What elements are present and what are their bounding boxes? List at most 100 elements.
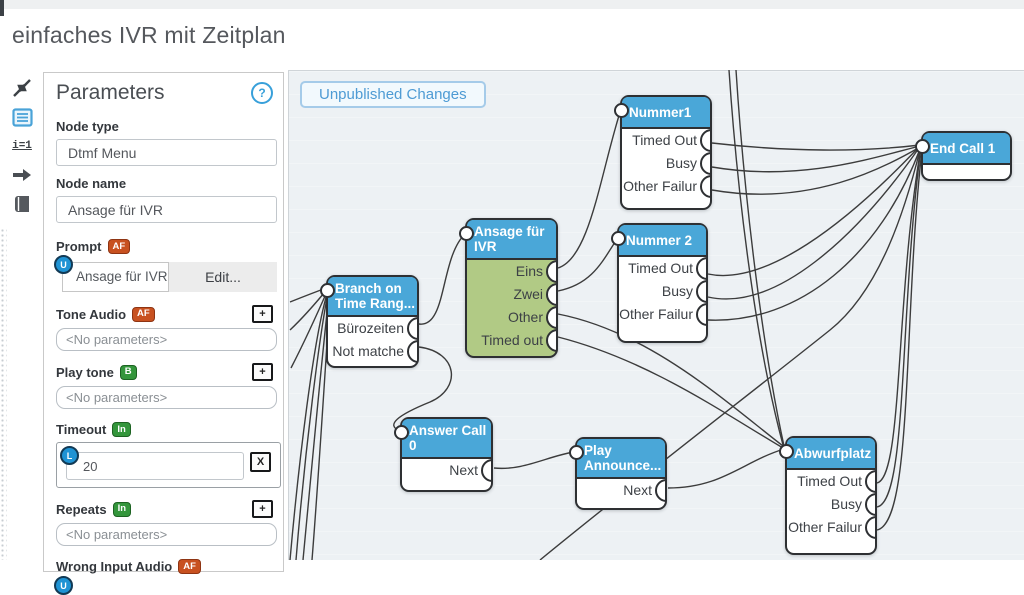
node-body: Next bbox=[577, 479, 665, 508]
node-type-label: Node type bbox=[56, 119, 119, 134]
port-row-zwei: Zwei bbox=[467, 283, 556, 306]
b-badge: B bbox=[119, 364, 137, 380]
output-port-busy[interactable] bbox=[700, 152, 710, 175]
output-port-timed-out[interactable] bbox=[700, 129, 710, 152]
port-row-not-matche: Not matche bbox=[328, 340, 417, 363]
port-row-other-failur: Other Failur bbox=[619, 303, 706, 326]
output-port-zwei[interactable] bbox=[546, 283, 556, 306]
corner-mark bbox=[0, 0, 4, 16]
book-icon[interactable] bbox=[11, 194, 33, 214]
port-row-other: Other bbox=[467, 306, 556, 329]
input-port[interactable] bbox=[779, 444, 794, 459]
parameters-list-icon[interactable] bbox=[11, 107, 33, 127]
port-label: Other bbox=[507, 309, 543, 325]
output-port-next[interactable] bbox=[655, 479, 665, 502]
repeats-input[interactable] bbox=[56, 523, 277, 546]
af-badge: AF bbox=[178, 559, 201, 574]
port-row-busy: Busy bbox=[787, 493, 875, 516]
input-port[interactable] bbox=[459, 226, 474, 241]
node-name-input[interactable] bbox=[56, 196, 277, 223]
output-port-busy[interactable] bbox=[696, 280, 706, 303]
input-port[interactable] bbox=[320, 283, 335, 298]
output-port-other[interactable] bbox=[546, 306, 556, 329]
node-title: Nummer1 bbox=[622, 97, 710, 129]
play-tone-input[interactable] bbox=[56, 386, 277, 409]
output-port-not-matche[interactable] bbox=[407, 340, 417, 363]
af-badge: AF bbox=[132, 306, 155, 322]
input-port[interactable] bbox=[614, 103, 629, 118]
output-port-other-failur[interactable] bbox=[696, 303, 706, 326]
panel-title: Parameters bbox=[56, 81, 165, 104]
port-label: Busy bbox=[661, 283, 693, 299]
input-port[interactable] bbox=[569, 445, 584, 460]
port-label: Timed Out bbox=[628, 260, 693, 276]
output-port-busy[interactable] bbox=[865, 493, 875, 516]
dotted-texture bbox=[0, 228, 7, 560]
port-label: Timed Out bbox=[797, 473, 862, 489]
output-port-timed-out[interactable] bbox=[546, 329, 556, 352]
prompt-value[interactable]: Ansage für IVR bbox=[62, 262, 169, 292]
port-label: Busy bbox=[830, 496, 862, 512]
port-row-next: Next bbox=[577, 479, 665, 502]
input-port[interactable] bbox=[915, 139, 930, 154]
tone-audio-input[interactable] bbox=[56, 328, 277, 351]
prompt-edit-button[interactable]: Edit... bbox=[169, 262, 277, 292]
output-port-next[interactable] bbox=[481, 459, 491, 482]
output-port-other-failur[interactable] bbox=[700, 175, 710, 198]
output-port-timed-out[interactable] bbox=[696, 257, 706, 280]
flow-node-endcall1[interactable]: End Call 1 bbox=[915, 131, 1012, 181]
port-label: Other Failur bbox=[623, 178, 697, 194]
page-title: einfaches IVR mit Zeitplan bbox=[12, 22, 286, 48]
tone-audio-add-button[interactable]: + bbox=[252, 305, 273, 323]
prompt-row: U Ansage für IVR Edit... bbox=[54, 255, 277, 292]
port-label: Other Failur bbox=[788, 519, 862, 535]
input-port[interactable] bbox=[394, 425, 409, 440]
timeout-input[interactable] bbox=[66, 452, 244, 480]
port-row-other-failur: Other Failur bbox=[787, 516, 875, 539]
port-row-eins: Eins bbox=[467, 260, 556, 283]
port-label: Next bbox=[449, 462, 478, 478]
port-row-timed-out: Timed Out bbox=[622, 129, 710, 152]
node-body bbox=[923, 165, 1010, 179]
collapse-arrows-icon[interactable] bbox=[11, 78, 33, 98]
output-port-other-failur[interactable] bbox=[865, 516, 875, 539]
unpublished-changes-button[interactable]: Unpublished Changes bbox=[300, 81, 486, 108]
input-port[interactable] bbox=[611, 231, 626, 246]
output-port-timed-out[interactable] bbox=[865, 470, 875, 493]
port-label: Timed Out bbox=[632, 132, 697, 148]
port-row-bürozeiten: Bürozeiten bbox=[328, 317, 417, 340]
repeats-label: Repeats bbox=[56, 501, 107, 517]
play-tone-add-button[interactable]: + bbox=[252, 363, 273, 381]
port-label: Next bbox=[623, 482, 652, 498]
node-type-input[interactable] bbox=[56, 139, 277, 166]
parameters-panel: Parameters ? Node type Node name Prompt … bbox=[43, 72, 284, 595]
output-port-eins[interactable] bbox=[546, 260, 556, 283]
i-equals-1-icon[interactable]: i=1 bbox=[12, 140, 32, 152]
arrow-right-icon[interactable] bbox=[11, 165, 33, 185]
left-toolbar: i=1 bbox=[6, 78, 38, 214]
in-badge: In bbox=[112, 501, 132, 517]
port-row-next: Next bbox=[402, 459, 491, 482]
u-chip: U bbox=[54, 576, 73, 595]
port-label: Zwei bbox=[513, 286, 543, 302]
output-port-bürozeiten[interactable] bbox=[407, 317, 417, 340]
repeats-add-button[interactable]: + bbox=[252, 500, 273, 518]
timeout-group: L X bbox=[56, 442, 281, 488]
help-icon[interactable]: ? bbox=[251, 82, 273, 104]
timeout-clear-button[interactable]: X bbox=[250, 452, 271, 472]
top-strip bbox=[0, 0, 1024, 9]
